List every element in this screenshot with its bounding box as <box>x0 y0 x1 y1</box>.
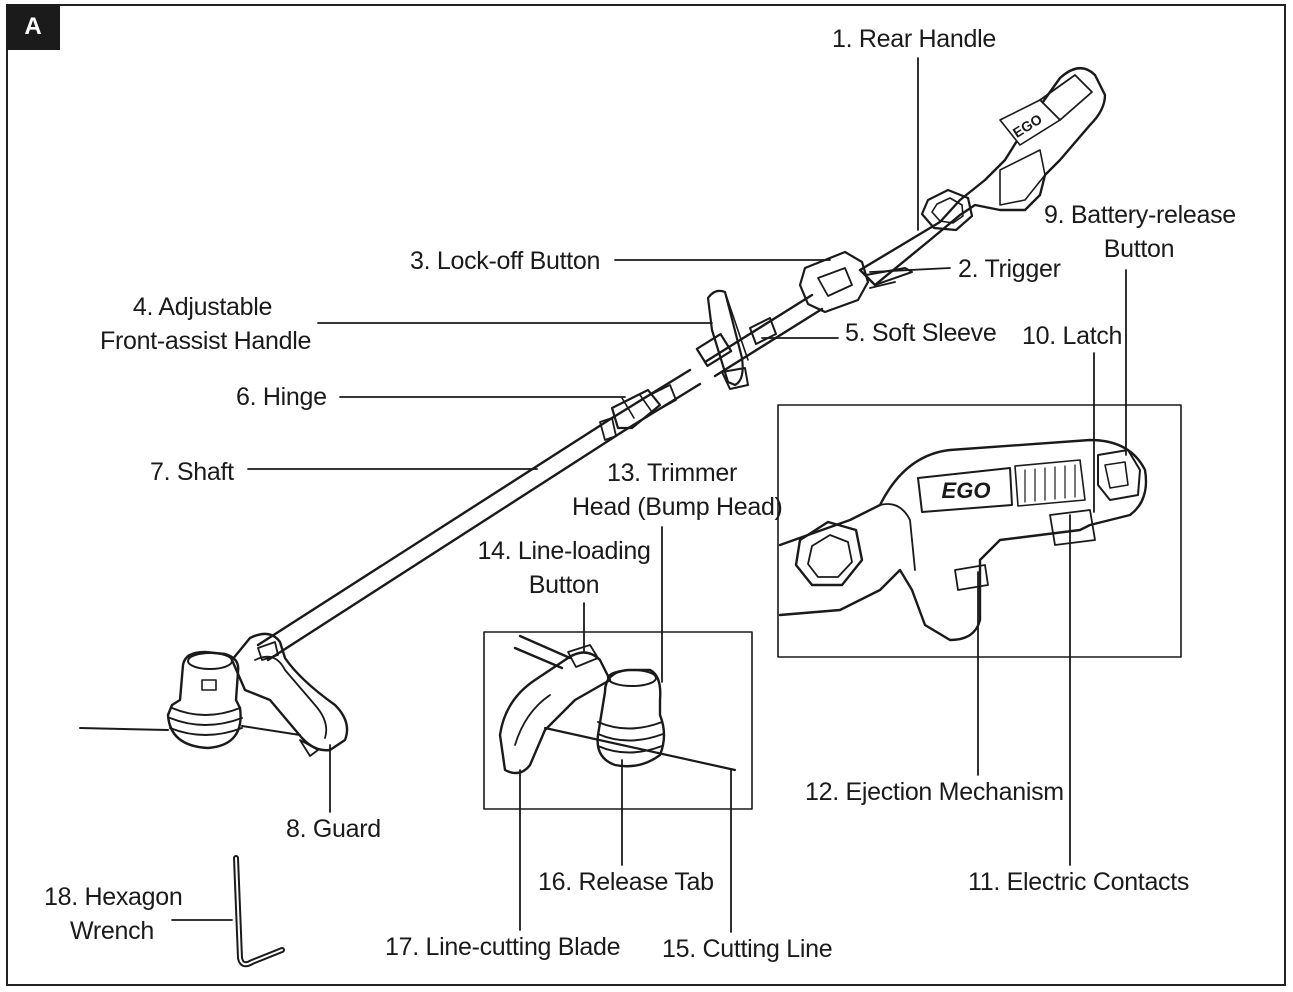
battery-detail-drawing: EGO <box>778 438 1148 642</box>
label-soft-sleeve: 5. Soft Sleeve <box>845 319 997 347</box>
label-ejection-mechanism: 12. Ejection Mechanism <box>805 778 1064 806</box>
label-front-assist-handle: 4. Adjustable Front-assist Handle <box>100 290 312 358</box>
detail-collar-hex <box>794 520 864 587</box>
label-guard: 8. Guard <box>286 815 381 843</box>
label-front-assist-handle-line1: 4. Adjustable <box>132 293 273 321</box>
leader-trigger <box>869 267 951 273</box>
label-line-loading-button: 14. Line-loading Button <box>474 534 654 602</box>
label-line-cutting-blade: 17. Line-cutting Blade <box>385 933 621 961</box>
label-hexagon-wrench-line1: 18. Hexagon <box>44 883 183 911</box>
figure-letter-badge: A <box>6 4 60 50</box>
label-trimmer-head-line1: 13. Trimmer <box>606 459 738 487</box>
rear-collar-hex <box>920 188 974 232</box>
figure-border <box>6 4 1286 986</box>
label-hinge: 6. Hinge <box>236 383 327 411</box>
label-battery-release-line2: Button <box>1103 235 1175 263</box>
hinge-drawing <box>599 384 677 441</box>
label-battery-release-button: 9. Battery-release Button <box>1044 198 1236 266</box>
label-line-loading-line2: Button <box>528 571 600 599</box>
label-trigger: 2. Trigger <box>958 255 1061 283</box>
label-battery-release-line1: 9. Battery-release <box>1044 201 1236 229</box>
label-release-tab: 16. Release Tab <box>538 868 714 896</box>
trimmer-head-drawing <box>79 650 301 750</box>
detail-logo: EGO <box>942 478 991 503</box>
label-line-loading-line1: 14. Line-loading <box>477 537 651 565</box>
label-rear-handle: 1. Rear Handle <box>832 25 996 53</box>
label-shaft: 7. Shaft <box>150 458 234 486</box>
label-front-assist-handle-line2: Front-assist Handle <box>100 327 312 355</box>
label-latch: 10. Latch <box>1022 322 1123 350</box>
hex-wrench-drawing <box>233 855 285 968</box>
head-detail-inset <box>483 631 753 810</box>
battery-detail-inset <box>777 404 1182 658</box>
front-handle-drawing <box>695 289 777 390</box>
guard-drawing <box>230 632 349 757</box>
trigger-housing-drawing <box>798 250 913 314</box>
label-hexagon-wrench-line2: Wrench <box>70 917 154 945</box>
label-trimmer-head-line2: Head (Bump Head) <box>572 493 783 521</box>
label-cutting-line: 15. Cutting Line <box>662 935 833 963</box>
label-electric-contacts: 11. Electric Contacts <box>968 868 1190 896</box>
label-lock-off-button: 3. Lock-off Button <box>410 247 601 275</box>
label-hexagon-wrench: 18. Hexagon Wrench <box>44 880 183 948</box>
head-detail-drawing <box>498 634 737 775</box>
inset-cutting-line <box>543 726 737 772</box>
main-cutting-line <box>79 727 169 731</box>
label-trimmer-head: 13. Trimmer Head (Bump Head) <box>572 456 783 524</box>
leader-lines <box>171 57 1127 933</box>
